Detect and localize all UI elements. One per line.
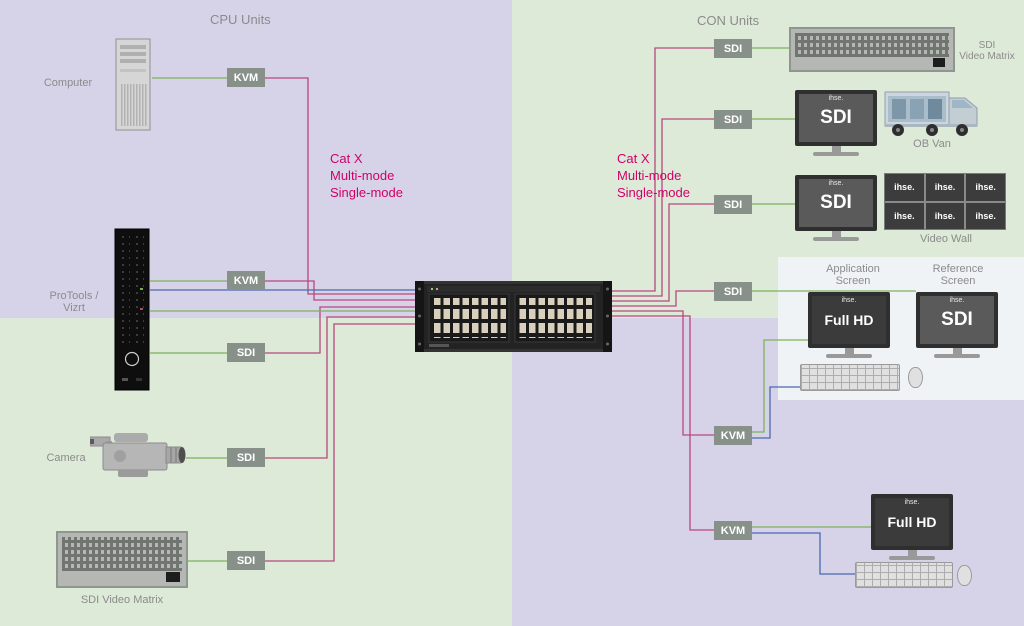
monitor-screen: ihse. SDI — [799, 179, 873, 227]
sdi-connector-cpu-matrix: SDI — [227, 551, 265, 570]
protools-vizrt-image — [114, 228, 150, 391]
sdi-video-matrix-cpu-label: SDI Video Matrix — [80, 594, 164, 606]
con-matrix-label-line1: SDI — [978, 40, 996, 51]
camera-image — [89, 430, 190, 482]
sdi-monitor-videowall: ihse. SDI — [795, 175, 877, 241]
video-wall-tile: ihse. — [885, 202, 924, 229]
video-wall-tile: ihse. — [966, 174, 1005, 201]
keyboard-desk — [855, 562, 953, 588]
cable-label-left-line2: Multi-mode — [330, 168, 395, 183]
protools-vizrt-label: ProTools / Vizrt — [38, 290, 110, 314]
monitor-stand-neck — [907, 550, 917, 556]
monitor-text: Full HD — [824, 312, 874, 328]
cpu-units-header: CPU Units — [210, 12, 271, 27]
monitor-bezel: ihse. Full HD — [871, 494, 953, 550]
reference-screen-label-line2: Screen — [940, 275, 976, 287]
cable-label-right-line2: Multi-mode — [617, 168, 682, 183]
fullhd-monitor-desk: ihse. Full HD — [871, 494, 953, 560]
cable-label-right-line1: Cat X — [617, 151, 650, 166]
kvm-connector-protools: KVM — [227, 271, 265, 290]
monitor-bezel: ihse. SDI — [795, 90, 877, 146]
matrix-port-grid — [62, 537, 182, 571]
application-screen-label-line2: Screen — [835, 275, 871, 287]
sdi-video-matrix-con-label: SDI Video Matrix — [956, 40, 1018, 62]
computer-label: Computer — [43, 77, 93, 89]
monitor-stand-neck — [831, 146, 841, 152]
ob-van-image — [884, 86, 978, 138]
cable-label-left: Cat X Multi-mode Single-mode — [330, 150, 403, 201]
ihse-logo: ihse. — [828, 95, 844, 102]
application-screen-label: Application Screen — [813, 263, 893, 287]
video-wall-label: Video Wall — [920, 233, 972, 245]
monitor-text: SDI — [820, 107, 852, 128]
monitor-text: Full HD — [887, 514, 937, 530]
con-units-header: CON Units — [697, 13, 760, 28]
kvm-connector-application: KVM — [714, 426, 752, 445]
video-wall-tile: ihse. — [925, 174, 965, 201]
matrix-power-module — [166, 572, 180, 582]
mouse-desk — [957, 565, 972, 586]
sdi-connector-camera: SDI — [227, 448, 265, 467]
monitor-stand-base — [826, 354, 872, 358]
cable-label-left-line1: Cat X — [330, 151, 363, 166]
monitor-bezel: ihse. Full HD — [808, 292, 890, 348]
sdi-monitor-reference: ihse. SDI — [916, 292, 998, 358]
matrix-port-grid — [795, 33, 949, 57]
sdi-connector-protools: SDI — [227, 343, 265, 362]
monitor-text: SDI — [820, 192, 852, 213]
monitor-bezel: ihse. SDI — [795, 175, 877, 231]
reference-screen-label: Reference Screen — [918, 263, 998, 287]
camera-label: Camera — [46, 452, 86, 464]
sdi-connector-con-matrix: SDI — [714, 39, 752, 58]
monitor-stand-neck — [831, 231, 841, 237]
cable-label-left-line3: Single-mode — [330, 185, 403, 200]
protools-label-line1: ProTools / — [49, 290, 99, 302]
monitor-bezel: ihse. SDI — [916, 292, 998, 348]
sdi-video-matrix-cpu-image — [56, 531, 188, 588]
sdi-connector-screens: SDI — [714, 282, 752, 301]
monitor-screen: ihse. Full HD — [812, 296, 886, 344]
cable-label-right: Cat X Multi-mode Single-mode — [617, 150, 690, 201]
kvm-connector-desk: KVM — [714, 521, 752, 540]
monitor-stand-base — [889, 556, 935, 560]
monitor-stand-base — [934, 354, 980, 358]
monitor-screen: ihse. SDI — [799, 94, 873, 142]
computer-tower-image — [111, 38, 155, 132]
ihse-logo: ihse. — [841, 297, 857, 304]
reference-screen-label-line1: Reference — [932, 263, 984, 275]
ihse-logo: ihse. — [949, 297, 965, 304]
matrix-power-module — [933, 58, 945, 67]
keyboard-application — [800, 364, 900, 391]
video-wall-image: ihse. ihse. ihse. ihse. ihse. ihse. — [884, 173, 1006, 230]
video-wall-tile: ihse. — [966, 202, 1005, 229]
con-matrix-label-line2: Video Matrix — [959, 51, 1015, 62]
sdi-connector-obvan: SDI — [714, 110, 752, 129]
video-wall-tile: ihse. — [885, 174, 924, 201]
ob-van-label: OB Van — [913, 138, 951, 150]
monitor-stand-neck — [952, 348, 962, 354]
ihse-logo: ihse. — [904, 499, 920, 506]
sdi-monitor-obvan: ihse. SDI — [795, 90, 877, 156]
kvm-connector-computer: KVM — [227, 68, 265, 87]
background-quadrant-top-left — [0, 0, 512, 318]
sdi-video-matrix-con-image — [789, 27, 955, 72]
monitor-screen: ihse. Full HD — [875, 498, 949, 546]
monitor-stand-base — [813, 152, 859, 156]
monitor-stand-base — [813, 237, 859, 241]
mouse-application — [908, 367, 923, 388]
video-wall-tile: ihse. — [925, 202, 965, 229]
protools-label-line2: Vizrt — [63, 302, 85, 314]
monitor-text: SDI — [941, 309, 973, 330]
application-screen-label-line1: Application — [826, 263, 880, 275]
fullhd-monitor-application: ihse. Full HD — [808, 292, 890, 358]
kvm-matrix-switch-image — [415, 281, 612, 352]
monitor-stand-neck — [844, 348, 854, 354]
ihse-logo: ihse. — [828, 180, 844, 187]
sdi-connector-videowall: SDI — [714, 195, 752, 214]
monitor-screen: ihse. SDI — [920, 296, 994, 344]
cable-label-right-line3: Single-mode — [617, 185, 690, 200]
